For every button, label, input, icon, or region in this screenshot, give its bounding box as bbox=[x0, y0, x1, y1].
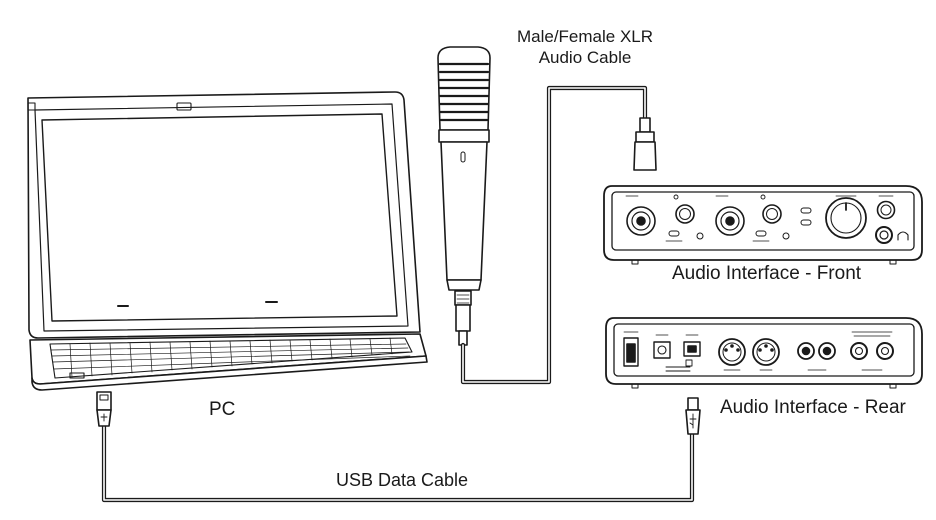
midi-out-port bbox=[718, 338, 746, 366]
interface-front-label: Audio Interface - Front bbox=[672, 263, 862, 284]
xlr-male-connector bbox=[633, 117, 657, 171]
xlr-cable bbox=[460, 85, 657, 385]
power-switch bbox=[623, 331, 639, 367]
rca-input-right bbox=[818, 342, 836, 360]
gain-knob-2 bbox=[762, 204, 782, 224]
monitor-knob bbox=[825, 197, 867, 239]
usb-cable-label: USB Data Cable bbox=[336, 470, 469, 490]
usb-a-plug bbox=[96, 391, 112, 427]
xlr-female-connector bbox=[454, 290, 472, 346]
interface-rear-label: Audio Interface - Rear bbox=[720, 397, 906, 418]
webcam bbox=[176, 102, 192, 111]
line-out-left bbox=[850, 342, 868, 360]
keyboard bbox=[49, 337, 413, 379]
xlr-cable-label: Male/Female XLR Audio Cable bbox=[500, 26, 670, 68]
dc-in-port bbox=[653, 334, 671, 359]
combo-jack-1 bbox=[626, 206, 656, 236]
headphone-jack bbox=[875, 226, 893, 244]
usb-b-plug bbox=[685, 397, 701, 435]
usb-b-port bbox=[683, 334, 701, 357]
headphone-icon bbox=[897, 231, 909, 241]
combo-jack-2 bbox=[715, 206, 745, 236]
mic-handle bbox=[440, 141, 488, 281]
keyboard-keys bbox=[50, 337, 411, 378]
rca-input-left bbox=[797, 342, 815, 360]
laptop-screen bbox=[41, 113, 398, 322]
microphone bbox=[437, 46, 491, 346]
midi-in-port bbox=[752, 338, 780, 366]
audio-interface-front bbox=[603, 185, 923, 265]
ce-mark bbox=[665, 359, 693, 372]
laptop bbox=[27, 91, 428, 391]
laptop-lid bbox=[27, 91, 421, 339]
phones-knob bbox=[876, 200, 896, 220]
laptop-usb-port bbox=[69, 372, 85, 379]
xlr-cable-label-line1: Male/Female XLR bbox=[516, 27, 654, 46]
audio-interface-rear bbox=[605, 317, 923, 389]
pc-label: PC bbox=[209, 399, 236, 420]
gain-knob-1 bbox=[675, 204, 695, 224]
xlr-cable-label-line2: Audio Cable bbox=[538, 48, 632, 67]
line-out-right bbox=[876, 342, 894, 360]
usb-cable bbox=[96, 391, 701, 503]
